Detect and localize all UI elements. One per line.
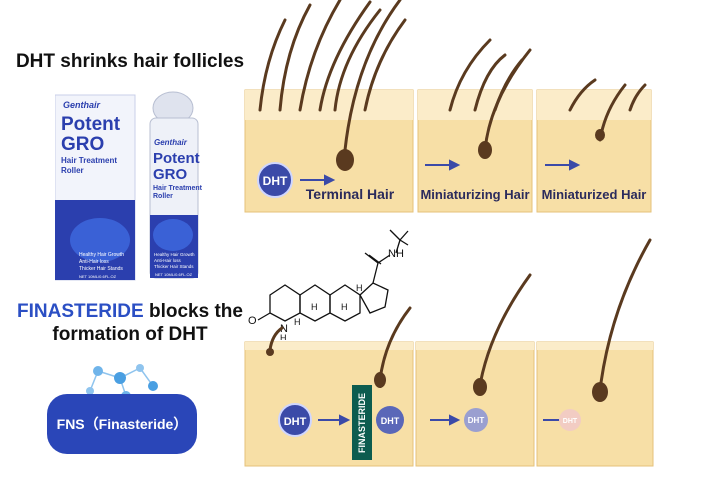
bottom-follicle-diagram: DHT FINASTERIDE DHT DHT DHT [244, 238, 654, 467]
benefit-3: Thicker Hair Stands [79, 266, 123, 272]
skin-panel-b3 [536, 341, 654, 467]
finasteride-highlight: FINASTERIDE [17, 301, 144, 322]
headline-bottom-rest2: formation of DHT [52, 324, 208, 345]
product-name-1: Potent [61, 114, 121, 135]
skin-panel-b2 [415, 341, 535, 467]
roller-benefit-2: Anti-Hair loss [154, 258, 182, 263]
follicle-bulbs-top [336, 129, 605, 171]
benefit-1: Healthy Hair Growth [79, 252, 124, 258]
skin-panel-3 [536, 89, 652, 213]
roller-subtitle-1: Hair Treatment [153, 185, 203, 192]
dht-faded-label-2: DHT [468, 416, 485, 425]
headline-bottom-rest1: blocks the [143, 301, 243, 322]
dht-faded-1: DHT [376, 406, 404, 434]
product-box: Genthair Potent GRO Hair Treatment Rolle… [55, 94, 136, 281]
dht-faded-label-1: DHT [381, 416, 400, 426]
finasteride-structure: O N H NH H H H H [248, 229, 409, 340]
skin-panel-b1 [244, 341, 414, 467]
follicle-bulbs-bottom [266, 348, 608, 402]
stage-label-terminal: Terminal Hair [306, 186, 395, 202]
blocker-label: FINASTERIDE [357, 393, 367, 453]
subtitle-1: Hair Treatment [61, 156, 117, 165]
fns-badge: FNS（Finasteride） [47, 394, 197, 454]
dht-molecule-top: DHT [257, 162, 293, 198]
h-label-1: H [311, 302, 318, 312]
amide-label: NH [388, 248, 404, 260]
brand-label: Genthair [63, 100, 101, 110]
h-label-2: H [341, 302, 348, 312]
fns-badge-label: FNS（Finasteride） [56, 416, 188, 432]
top-follicle-diagram: DHT Terminal Hair Miniaturizing Hair Min… [244, 0, 652, 213]
dht-faded-label-3: DHT [563, 418, 578, 425]
headline-bottom: FINASTERIDE blocks the formation of DHT [0, 300, 260, 346]
stage-label-miniaturizing: Miniaturizing Hair [420, 187, 529, 202]
subtitle-2: Roller [61, 166, 84, 175]
dht-molecule-bottom: DHT [278, 403, 312, 437]
arrows-top [300, 159, 581, 186]
roller-benefit-1: Healthy Hair Growth [154, 252, 195, 257]
oxygen-label: O [248, 315, 257, 327]
h-label-3: H [356, 283, 363, 293]
h-label-4: H [294, 317, 301, 327]
volume-roller: NET 10ML/0.6FL.OZ [155, 272, 193, 277]
benefit-2: Anti-Hair loss [79, 259, 109, 265]
headline-top: DHT shrinks hair follicles [15, 51, 245, 72]
dht-faded-3: DHT [559, 409, 581, 431]
dht-label-top: DHT [263, 174, 288, 188]
arrows-bottom [318, 414, 573, 426]
dht-label-bottom: DHT [284, 416, 307, 428]
product-name-2: GRO [61, 134, 104, 155]
amine-label: N [280, 323, 288, 335]
amine-h-label: H [280, 333, 287, 340]
roller-name-2: GRO [153, 166, 188, 183]
product-illustration: Genthair Potent GRO Hair Treatment Rolle… [55, 91, 203, 281]
roller-brand: Genthair [154, 138, 188, 147]
hair-strands-top [258, 0, 647, 152]
finasteride-blocker: FINASTERIDE [352, 385, 372, 460]
roller-name-1: Potent [153, 150, 200, 167]
roller-subtitle-2: Roller [153, 193, 173, 200]
roller-bottle: Genthair Potent GRO Hair Treatment Rolle… [149, 91, 203, 279]
stage-label-miniaturized: Miniaturized Hair [542, 187, 647, 202]
roller-benefit-3: Thicker Hair Stands [154, 264, 194, 269]
volume-box: NET 10ML/0.6FL.OZ [79, 274, 117, 279]
dht-faded-2: DHT [464, 408, 488, 432]
